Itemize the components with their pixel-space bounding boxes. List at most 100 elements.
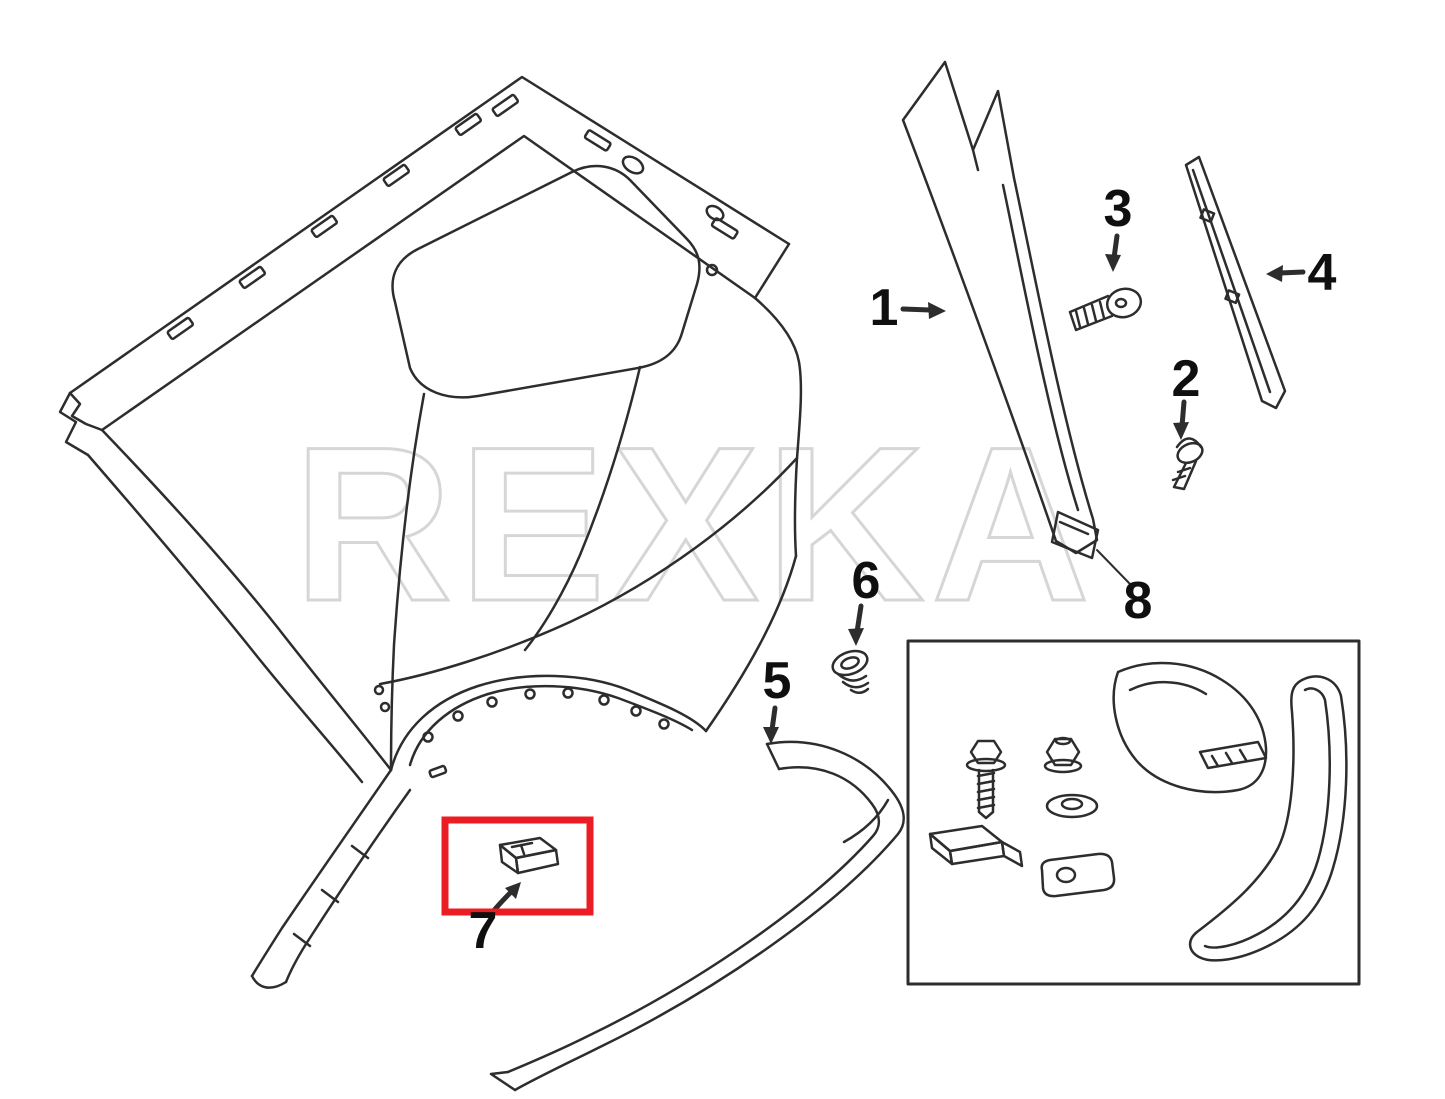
bracket-front [928,832,954,866]
part-6-grommet-drawing [831,649,870,694]
kit-front-mudflap [1112,661,1268,794]
part-5-arch-trim-drawing [489,740,905,1092]
body-crease [389,392,426,772]
bracket-side [948,840,1006,866]
kit-washer [1045,793,1099,819]
roof-band-right-cap [753,242,791,300]
flange-hole [562,687,574,699]
roof-band-left-torn-edge [68,391,104,432]
flange-hole [486,696,498,708]
flange-hole [524,688,536,700]
kit-rear-mudflap [1188,675,1348,962]
flange-hole [598,694,610,706]
nut-hex [1045,737,1081,767]
part-7-arrowhead [505,882,521,899]
part-3-screw-drawing [1068,287,1143,332]
strip-outline [1184,155,1287,410]
part-1-label: 1 [870,279,899,337]
sill-inner-edge [284,788,412,984]
pillar-torn-edge [58,391,90,457]
roof-band-outer-edge [68,75,791,395]
grommet-cap-inner [840,656,860,670]
washer-inner [1060,797,1084,811]
flange-hole [422,731,434,743]
kit-clip-plate [1040,852,1116,898]
clip-head [1176,441,1204,465]
arch-trim-top-cap [765,742,781,771]
band-slot [583,129,612,152]
clip-barbs [1171,466,1192,482]
screw-threads [1074,300,1106,329]
part-5-arrow [769,705,778,733]
watermark-text: REXKA [293,401,1096,647]
quarter-window-opening [391,164,701,399]
part-4-arrowhead [1266,265,1283,282]
pillar-inner-edge [100,428,393,772]
pillar-outer-edge [86,453,364,784]
bolt-shaft [977,768,995,820]
wheel-arch-flange [408,684,694,767]
bolt-flange [965,757,1007,773]
front-mudflap-outline [1112,661,1268,794]
sill-bottom-cap [250,974,288,989]
band-slot [238,265,266,290]
arch-trim-outer-edge [513,740,905,1092]
kit-box [906,639,1361,986]
kit-bolt [965,739,1007,820]
band-slot [491,93,519,118]
roof-band-inner-edge [100,134,757,432]
band-slot [166,316,194,341]
sill-hatch [292,932,312,948]
strip-tab [1224,289,1241,305]
part-2-arrow [1179,399,1187,429]
part-1-pillar-trim-drawing [901,60,1100,560]
highlight-box [441,816,594,916]
grommet-cap [831,649,869,677]
body-hole [621,155,645,175]
part-5-label: 5 [763,652,792,710]
nut-hole [1054,736,1072,746]
screw-head [1105,287,1143,319]
pillar-trim-foot-line [1058,520,1090,536]
body-hole [705,204,725,222]
part-3-arrow [1111,233,1120,261]
flange-hole [630,705,642,717]
wheel-arch-edge [389,674,708,772]
clip7-side-face [514,848,560,875]
part-7-label: 7 [469,902,498,960]
part-4-arrow [1277,269,1306,276]
flange-hole [658,718,670,730]
part-6-label: 6 [852,552,881,610]
arch-trim-inner-edge [506,766,881,1074]
strip-tab [1199,208,1216,224]
part-4-label: 4 [1308,244,1337,302]
part-3-label: 3 [1104,180,1133,238]
kit-bracket [928,824,1024,868]
front-mudflap-hatch [1210,748,1248,768]
bolt-threads [976,771,996,810]
band-slot [310,214,338,239]
sill-hatch [350,844,370,860]
body-crease [523,365,642,652]
bracket-step [1000,840,1024,868]
clip7-slot [510,841,534,856]
arch-trim-detail [842,798,890,844]
pillar-trim-notch [971,148,980,172]
kit-nut [1043,736,1083,774]
body-slot [428,764,448,779]
part-1-arrow [900,306,933,313]
front-mudflap-crease [1128,681,1208,696]
part-2-arrowhead [1173,422,1189,440]
bolt-hex-head [969,739,1003,765]
pillar-trim-inner-line [1001,183,1080,512]
clip-plate-hole [1055,866,1077,884]
rear-mudflap-inner [1203,687,1331,949]
strip-inner-line [1191,168,1272,394]
body-right-lower-edge [704,554,798,733]
part-2-label: 2 [1172,350,1201,408]
sill-outer-edge [250,768,393,978]
body-hole [705,263,719,277]
part-3-arrowhead [1105,254,1121,272]
washer-outer [1045,793,1099,819]
part-4-trim-strip-drawing [1184,155,1287,410]
